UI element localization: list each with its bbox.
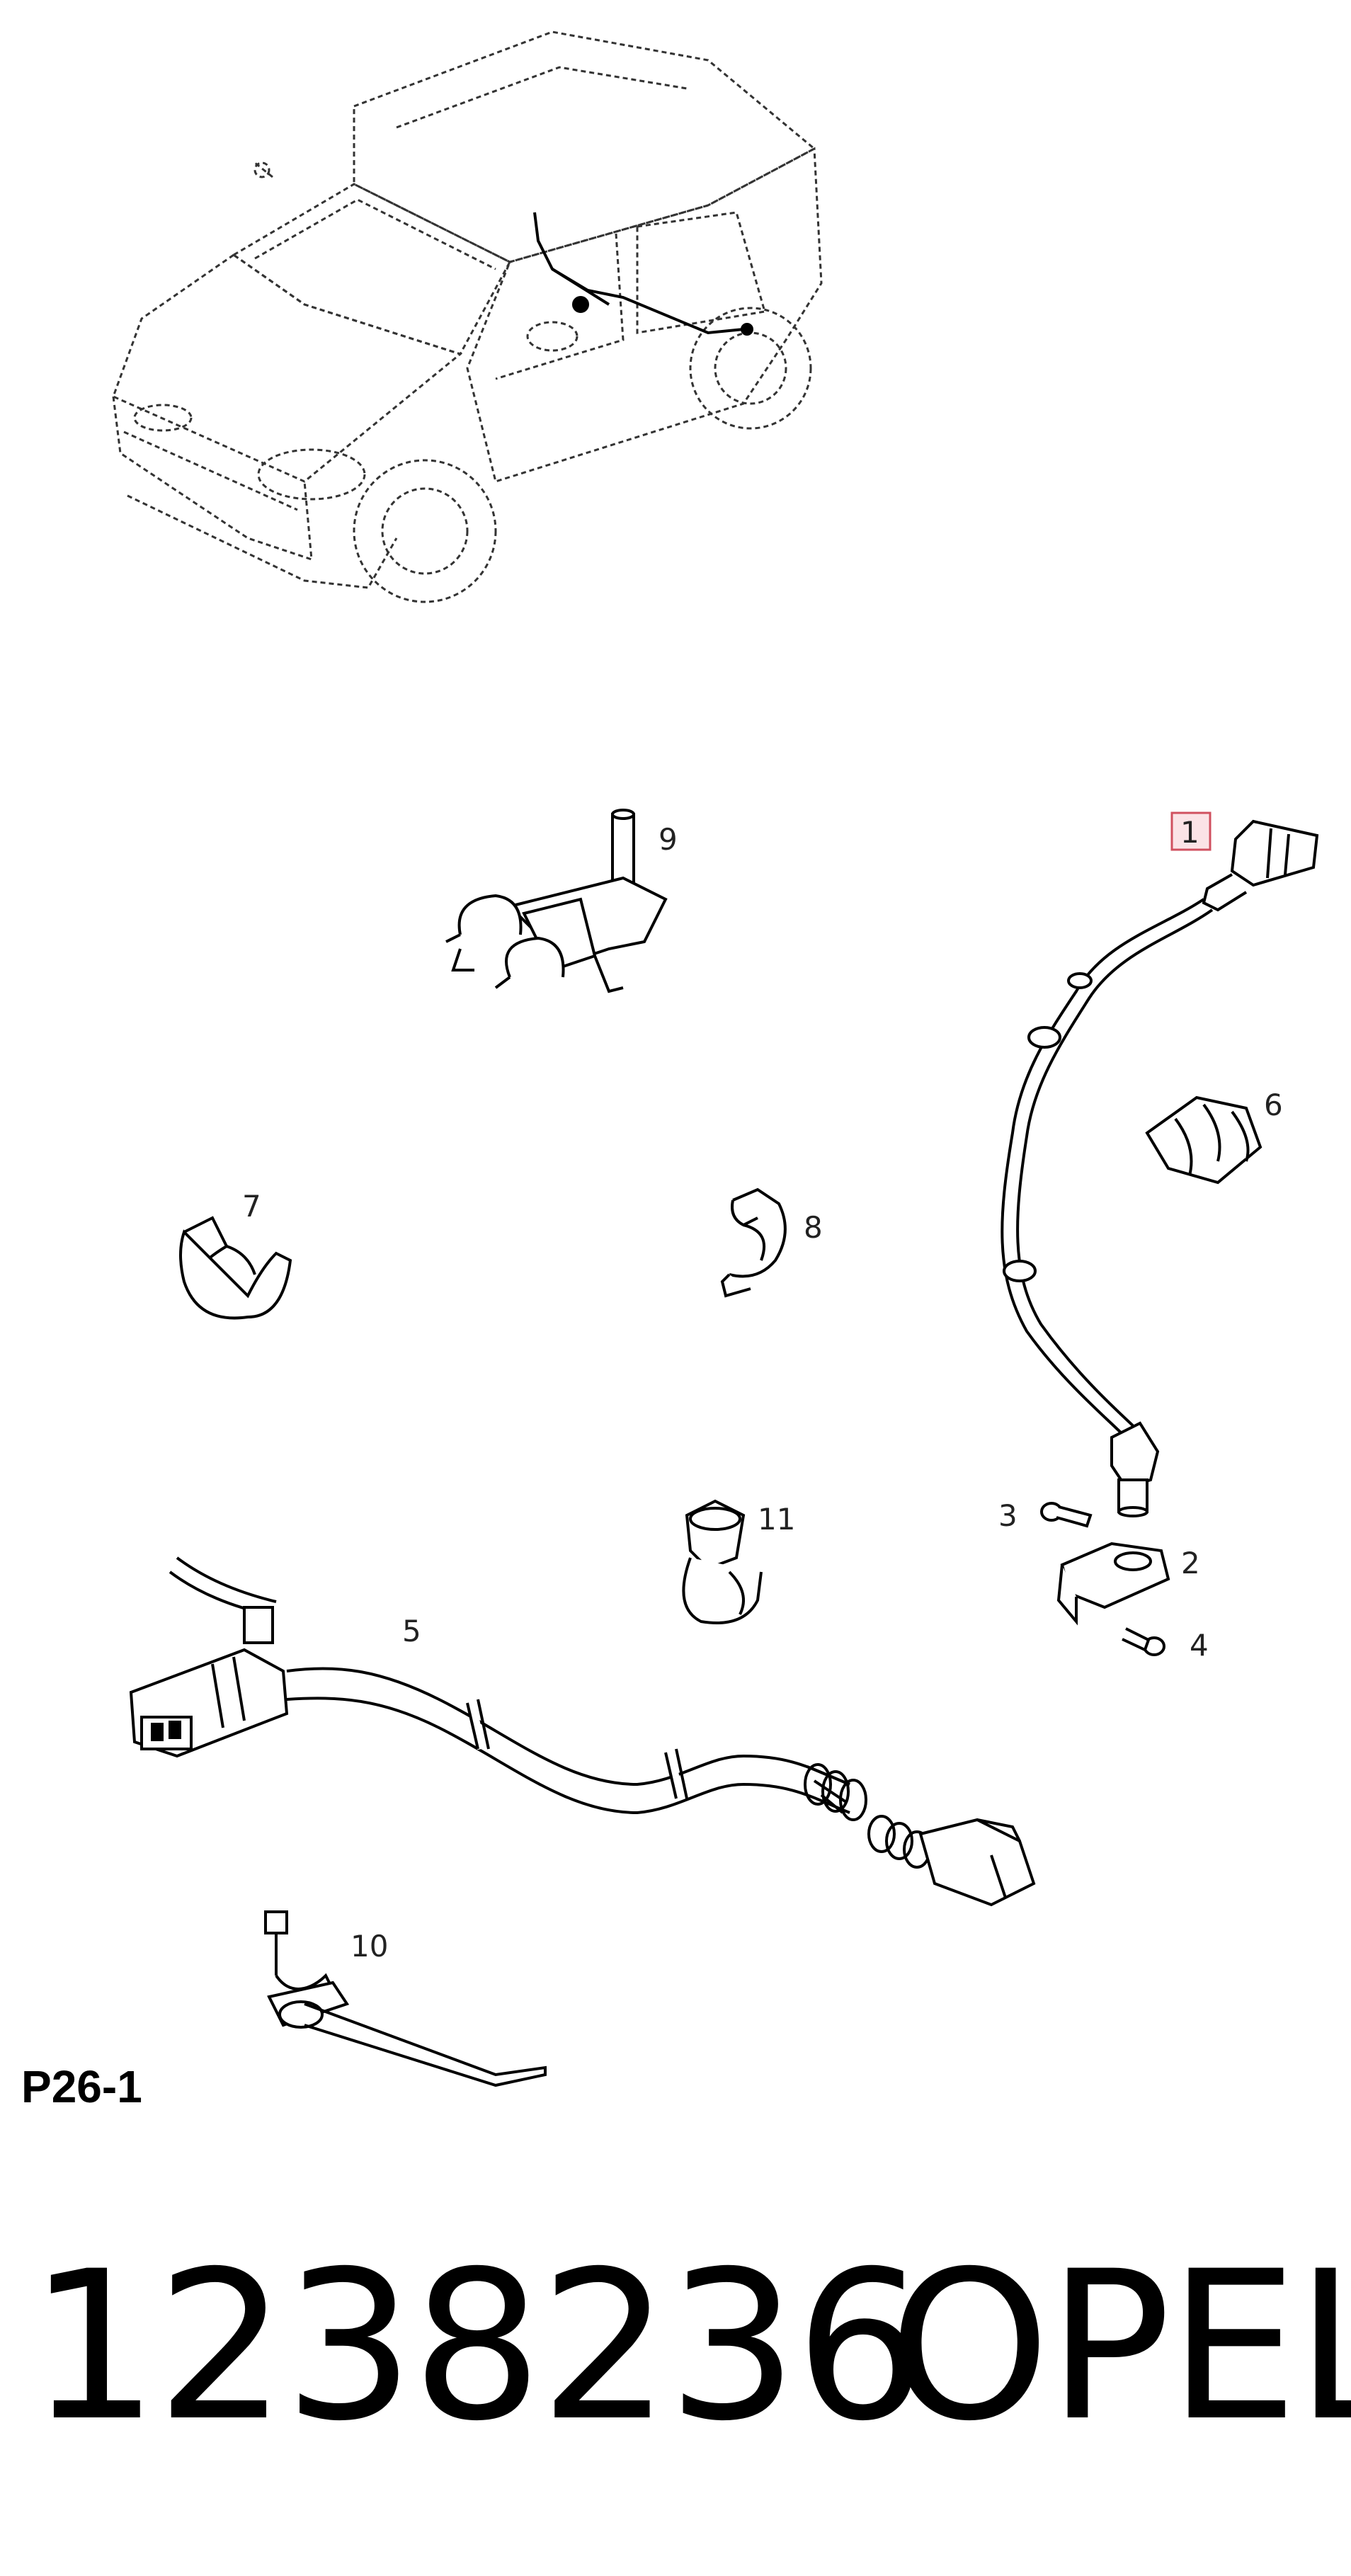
part-8-small-clip [720, 1187, 787, 1298]
part-5-wiring-harness [129, 1556, 1036, 1907]
part-6-double-clip [1145, 1095, 1262, 1185]
callout-2: 2 [1181, 1546, 1200, 1580]
part-1-wheel-speed-sensor [1001, 819, 1319, 1517]
callout-5: 5 [402, 1614, 421, 1648]
part-11-clip [682, 1499, 763, 1624]
brand-name: OPEL [889, 2228, 1351, 2466]
page-reference: P26-1 [21, 2061, 142, 2112]
callout-9: 9 [659, 822, 678, 857]
part-7-clip [179, 1216, 292, 1320]
callout-7: 7 [242, 1189, 261, 1224]
sensor-location-wire [533, 212, 753, 336]
part-4-bolt [1122, 1627, 1165, 1656]
callout-1: 1 [1180, 815, 1199, 850]
callout-labels: 1 2 3 4 5 6 7 8 9 10 11 [242, 811, 1283, 1964]
part-number: 1238236 [28, 2228, 926, 2466]
callout-1-highlight [1170, 811, 1212, 851]
part-10-strap-clip [264, 1910, 547, 2087]
part-3-bolt [1040, 1502, 1093, 1528]
car-overview-illustration [112, 30, 823, 603]
callout-4: 4 [1190, 1628, 1209, 1663]
part-2-bracket [1056, 1541, 1170, 1626]
callout-6: 6 [1264, 1088, 1283, 1122]
callout-10: 10 [350, 1929, 388, 1964]
part-9-twin-clip [445, 809, 668, 993]
callout-3: 3 [998, 1498, 1017, 1533]
callout-11: 11 [758, 1502, 795, 1537]
callout-8: 8 [804, 1210, 823, 1245]
